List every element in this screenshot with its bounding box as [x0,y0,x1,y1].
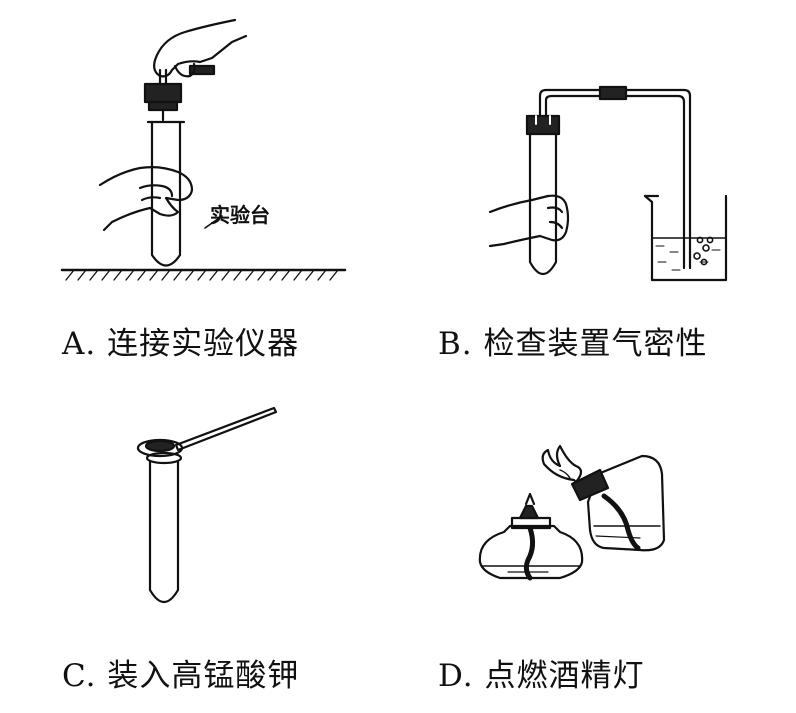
wick [523,525,536,581]
panel-b-illustration [488,85,728,282]
hand-holding-stopper [153,18,248,78]
test-tube-c [148,460,180,604]
delivery-tube [538,88,692,270]
caption-c: C. 装入高锰酸钾 [62,658,300,694]
flame [541,444,583,484]
potassium-permanganate-powder [144,439,176,453]
caption-b: B. 检查装置气密性 [438,326,708,362]
hand-gripping-tube [98,166,194,232]
panel-a-illustration: 实验台 [60,18,347,281]
panel-c-illustration [136,406,278,604]
test-tube-b [528,130,558,276]
rubber-tube-connector [598,85,628,101]
caption-a: A. 连接实验仪器 [62,326,300,362]
medicine-spoon [174,406,278,452]
test-tube-a [150,120,182,267]
beaker [643,194,728,282]
alcohol-lamp-upright [478,492,584,581]
caption-d: D. 点燃酒精灯 [438,658,645,694]
hand-holding-tube-b [488,194,570,248]
alcohol-lamp-tilted [570,454,666,552]
rubber-stopper-a [143,64,216,122]
gas-bubbles [693,236,714,266]
rubber-stopper-b [525,114,561,136]
lab-bench [60,268,347,281]
label-lab-bench: 实验台 [210,203,270,227]
panel-d-illustration [478,444,666,581]
